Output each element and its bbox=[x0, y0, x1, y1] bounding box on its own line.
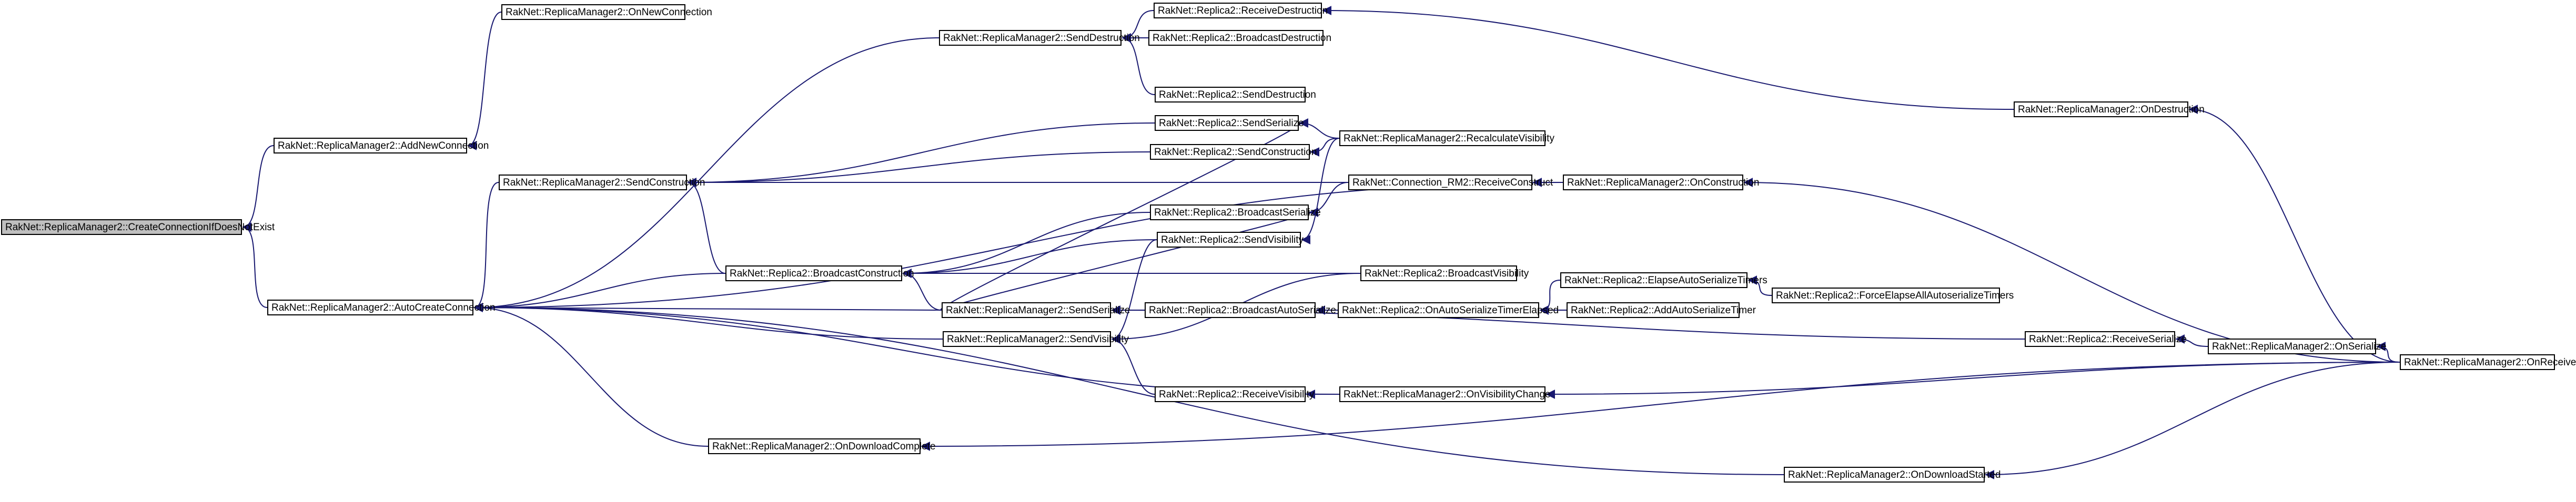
node-rm2-on-construction[interactable]: RakNet::ReplicaManager2::OnConstruction bbox=[1563, 175, 1759, 190]
node-create-connection-if-does-not-exist[interactable]: RakNet::ReplicaManager2::CreateConnectio… bbox=[1, 219, 275, 235]
node-rm2-on-visibility-change[interactable]: RakNet::ReplicaManager2::OnVisibilityCha… bbox=[1339, 386, 1551, 402]
node-r2-broadcast-auto-serialize[interactable]: RakNet::Replica2::BroadcastAutoSerialize bbox=[1145, 302, 1336, 318]
edge-broadcast_construction-broadcast_serialize bbox=[902, 212, 1150, 278]
edge-send_serialize_r2-send_serialize_rm2 bbox=[940, 118, 1309, 311]
node-auto-create-connection[interactable]: RakNet::ReplicaManager2::AutoCreateConne… bbox=[267, 300, 496, 315]
node-r2-add-auto-serialize-timer[interactable]: RakNet::Replica2::AddAutoSerializeTimer bbox=[1567, 302, 1756, 318]
node-r2-broadcast-serialize[interactable]: RakNet::Replica2::BroadcastSerialize bbox=[1150, 204, 1321, 220]
edge-broadcast_construction-send_visibility_r2 bbox=[902, 239, 1157, 278]
edge-root-add_new_connection bbox=[242, 145, 274, 232]
node-rm2-send-visibility[interactable]: RakNet::ReplicaManager2::SendVisibility bbox=[943, 331, 1129, 347]
edge-root-auto_create_connection bbox=[242, 222, 268, 308]
node-rm2-on-download-complete[interactable]: RakNet::ReplicaManager2::OnDownloadCompl… bbox=[708, 438, 936, 454]
edge-auto_create_connection-send_destruction_rm2 bbox=[473, 37, 940, 312]
edge-receive_serialize-on_serialize bbox=[2175, 334, 2208, 347]
node-r2-receive-destruction[interactable]: RakNet::Replica2::ReceiveDestruction bbox=[1154, 3, 1328, 18]
node-rm2-send-destruction[interactable]: RakNet::ReplicaManager2::SendDestruction bbox=[939, 30, 1140, 46]
edge-broadcast_construction-send_serialize_rm2 bbox=[902, 269, 942, 311]
node-r2-send-serialize[interactable]: RakNet::Replica2::SendSerialize bbox=[1155, 115, 1304, 131]
edge-add_new_connection-on_new_connection bbox=[467, 12, 502, 150]
edge-send_construction_rm2-broadcast_construction bbox=[687, 178, 726, 274]
edge-send_construction_rm2-send_construction_r2 bbox=[687, 151, 1150, 187]
edge-auto_create_connection-send_visibility_rm2 bbox=[473, 303, 943, 340]
edge-auto_create_connection-on_download_started bbox=[473, 303, 1784, 475]
edge-send_destruction_rm2-send_destruction_r2 bbox=[1122, 33, 1155, 95]
node-add-new-connection[interactable]: RakNet::ReplicaManager2::AddNewConnectio… bbox=[274, 138, 489, 153]
node-on-new-connection[interactable]: RakNet::ReplicaManager2::OnNewConnection bbox=[501, 4, 712, 20]
edge-on_download_started-on_receive bbox=[1985, 362, 2400, 479]
node-r2-on-auto-serialize-timer-elapsed[interactable]: RakNet::Replica2::OnAutoSerializeTimerEl… bbox=[1338, 302, 1559, 318]
edge-on_serialize-on_receive bbox=[2376, 342, 2400, 363]
edge-auto_create_connection-on_visibility_change bbox=[473, 303, 1340, 395]
edge-elapse_auto_serialize_timers-force_elapse_all bbox=[1747, 275, 1772, 296]
edge-receive_destruction-on_destruction bbox=[1322, 6, 2014, 110]
node-r2-receive-serialize[interactable]: RakNet::Replica2::ReceiveSerialize bbox=[2025, 331, 2187, 347]
edge-auto_create_connection-send_serialize_rm2 bbox=[473, 303, 942, 313]
node-r2-send-destruction[interactable]: RakNet::Replica2::SendDestruction bbox=[1155, 87, 1316, 103]
node-r2-broadcast-visibility[interactable]: RakNet::Replica2::BroadcastVisibility bbox=[1360, 265, 1529, 281]
node-rm2-on-download-started[interactable]: RakNet::ReplicaManager2::OnDownloadStart… bbox=[1784, 467, 2001, 483]
edge-send_construction_r2-recalculate_visibility bbox=[1310, 138, 1340, 157]
edge-send_serialize_r2-recalculate_visibility bbox=[1299, 118, 1340, 139]
edge-auto_create_connection-broadcast_construction bbox=[473, 273, 726, 312]
edge-on_visibility_change-on_receive bbox=[1545, 362, 2400, 399]
node-r2-broadcast-construction[interactable]: RakNet::Replica2::BroadcastConstruction bbox=[725, 265, 914, 281]
node-r2-send-visibility[interactable]: RakNet::Replica2::SendVisibility bbox=[1157, 232, 1304, 248]
node-r2-broadcast-destruction[interactable]: RakNet::Replica2::BroadcastDestruction bbox=[1148, 30, 1331, 46]
node-r2-elapse-auto-serialize-timers[interactable]: RakNet::Replica2::ElapseAutoSerializeTim… bbox=[1560, 272, 1767, 288]
node-rm2-on-serialize[interactable]: RakNet::ReplicaManager2::OnSerialize bbox=[2208, 339, 2387, 354]
node-r2-send-construction[interactable]: RakNet::Replica2::SendConstruction bbox=[1150, 144, 1317, 160]
node-receive-construct[interactable]: RakNet::Connection_RM2::ReceiveConstruct bbox=[1348, 175, 1553, 190]
node-rm2-send-construction[interactable]: RakNet::ReplicaManager2::SendConstructio… bbox=[499, 175, 705, 190]
edge-on_download_complete-on_receive bbox=[921, 362, 2400, 451]
edge-auto_create_connection-send_construction_rm2 bbox=[473, 182, 499, 312]
node-r2-receive-visibility[interactable]: RakNet::Replica2::ReceiveVisibility bbox=[1155, 386, 1314, 402]
node-rm2-on-destruction[interactable]: RakNet::ReplicaManager2::OnDestruction bbox=[2014, 101, 2205, 117]
edge-auto_create_connection-on_download_complete bbox=[473, 303, 709, 447]
edge-send_visibility_rm2-receive_visibility bbox=[1111, 334, 1155, 395]
node-r2-force-elapse-all-autoserialize-timers[interactable]: RakNet::Replica2::ForceElapseAllAutoseri… bbox=[1772, 288, 2014, 303]
node-rm2-on-receive[interactable]: RakNet::ReplicaManager2::OnReceive bbox=[2400, 354, 2576, 370]
edge-send_construction_rm2-send_serialize_r2 bbox=[687, 122, 1155, 187]
node-rm2-recalculate-visibility[interactable]: RakNet::ReplicaManager2::RecalculateVisi… bbox=[1339, 130, 1554, 146]
edge-send_visibility_r2-recalculate_visibility bbox=[1301, 138, 1340, 244]
node-rm2-send-serialize[interactable]: RakNet::ReplicaManager2::SendSerialize bbox=[942, 302, 1130, 318]
edge-on_destruction-on_receive bbox=[2188, 105, 2400, 363]
edge-broadcast_serialize-send_serialize_rm2 bbox=[940, 208, 1319, 311]
